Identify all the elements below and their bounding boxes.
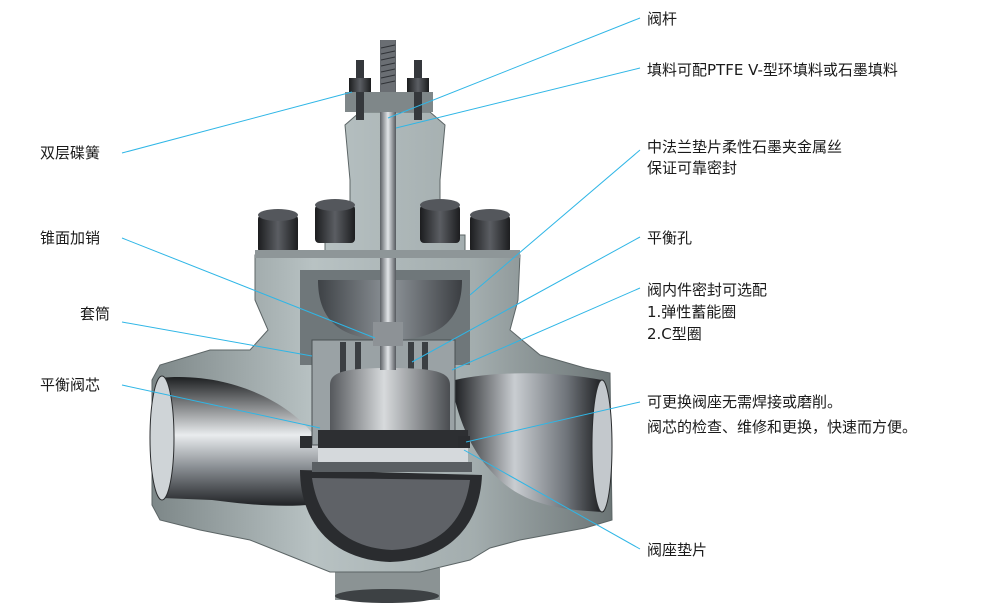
gland-flange bbox=[345, 92, 433, 112]
leader-cone-pin bbox=[121, 237, 376, 339]
leader-packing bbox=[395, 67, 641, 129]
label-cone-pin: 锥面加销 bbox=[40, 229, 101, 247]
leader-stem bbox=[387, 17, 641, 119]
label-gasket-line2: 保证可靠密封 bbox=[647, 159, 738, 177]
label-balance-hole: 平衡孔 bbox=[647, 229, 693, 247]
seat-gasket bbox=[300, 436, 312, 448]
label-seal-line1: 阀内件密封可选配 bbox=[647, 281, 768, 299]
valve-stem bbox=[380, 40, 396, 370]
leader-seat bbox=[465, 401, 641, 443]
label-seat-line1: 可更换阀座无需焊接或磨削。 bbox=[647, 393, 843, 411]
label-gasket-line1: 中法兰垫片柔性石墨夹金属丝 bbox=[647, 138, 843, 156]
label-seal-line2: 1.弹性蓄能圈 bbox=[647, 303, 737, 321]
gland-nut bbox=[407, 78, 429, 92]
gland-nut bbox=[349, 78, 371, 92]
label-seat-line2: 阀芯的检查、维修和更换，快速而方便。 bbox=[647, 418, 918, 436]
balanced-plug bbox=[330, 368, 450, 445]
bonnet-bolts bbox=[258, 199, 510, 253]
leader-sleeve bbox=[121, 321, 313, 357]
label-sleeve: 套筒 bbox=[80, 305, 111, 323]
leader-gasket bbox=[469, 149, 641, 296]
label-disc-spring: 双层碟簧 bbox=[40, 144, 101, 162]
label-seat-gasket: 阀座垫片 bbox=[647, 541, 708, 559]
leader-balance-hole bbox=[411, 236, 641, 363]
outlet-bore bbox=[455, 373, 604, 512]
leader-plug bbox=[121, 384, 321, 429]
leader-seat-gasket bbox=[463, 449, 641, 550]
label-balanced-plug: 平衡阀芯 bbox=[40, 376, 101, 394]
label-stem: 阀杆 bbox=[647, 10, 678, 28]
leader-lines bbox=[121, 17, 641, 550]
label-packing: 填料可配PTFE V-型环填料或石墨填料 bbox=[647, 61, 898, 79]
leader-seal bbox=[451, 287, 641, 371]
label-seal-line3: 2.C型圈 bbox=[647, 325, 702, 343]
leader-disc-spring bbox=[121, 91, 353, 154]
